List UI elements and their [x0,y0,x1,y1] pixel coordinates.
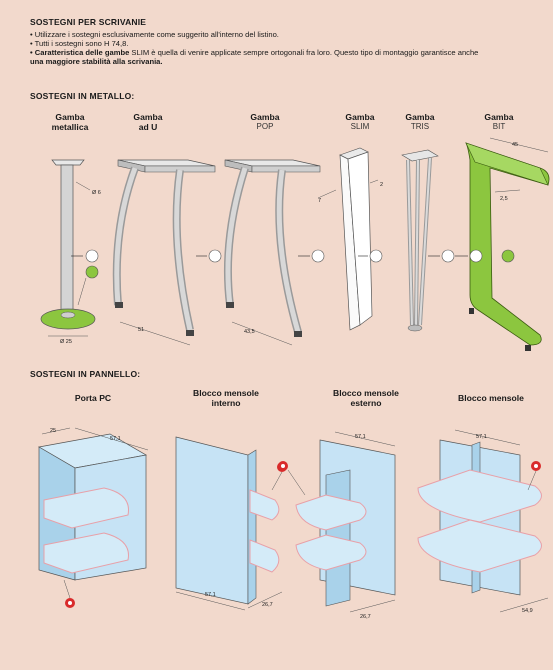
dim-pop: 43,5 [244,329,255,335]
bullet-2: • Tutti i sostegni sono H 74,8. [30,39,129,48]
leg-pop-drawing [223,159,325,346]
leg-tris-drawing [401,149,455,332]
dim-interno-1: 57,1 [205,592,216,598]
blocco-mensole-drawing [417,429,549,613]
leg-u-drawing [112,159,222,346]
dim-mensole-2: 54,9 [522,608,533,614]
dim-esterno-2: 26,7 [360,614,371,620]
dim-metallica-base: Ø 25 [60,339,72,345]
dim-metallica-top: Ø 6 [92,190,101,196]
metal-section-title: SOSTEGNI IN METALLO: [30,91,135,101]
dim-mensole-1: 57,1 [476,434,487,440]
porta-pc-label: Porta PC [74,393,112,403]
leg-metallica-drawing [40,159,99,337]
bullet-3: • Caratteristica delle gambe SLIM è quel… [30,48,479,57]
leg-slim-drawing [317,147,383,331]
bullet-1: • Utilizzare i sostegni esclusivamente c… [30,30,279,39]
porta-pc-drawing [38,427,149,608]
dim-slim-1: 7 [318,198,321,204]
dim-interno-2: 26,7 [262,602,273,608]
panel-section-title: SOSTEGNI IN PANNELLO: [30,369,141,379]
blocco-esterno-label: Blocco mensole esterno [333,388,399,408]
blocco-esterno-drawing [278,431,396,613]
bullet-4: una maggiore stabilità alla scrivania. [30,57,163,66]
blocco-mensole-label: Blocco mensole [458,393,524,403]
dim-u: 51 [138,327,144,333]
dim-pc-1: 25 [50,428,56,434]
dim-bit-2: 2,5 [500,196,508,202]
leg-bit-drawing [455,137,550,351]
blocco-interno-label: Blocco mensole interno [193,388,259,408]
blocco-interno-drawing [175,436,287,611]
page-title: SOSTEGNI PER SCRIVANIE [30,17,147,27]
dim-esterno-1: 57,1 [355,434,366,440]
dim-slim-2: 2 [380,182,383,188]
dim-bit-1: 45 [512,142,518,148]
dim-pc-2: 57,1 [110,436,121,442]
